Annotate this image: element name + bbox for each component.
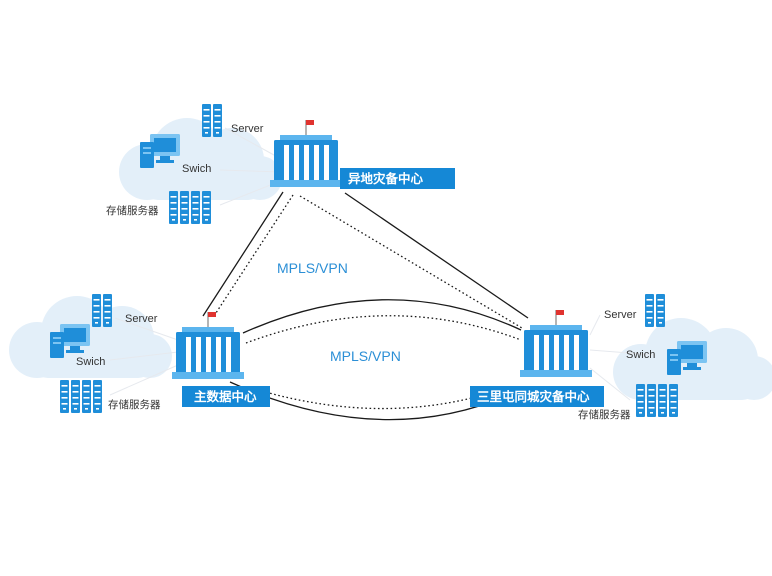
building-icon — [519, 309, 593, 378]
storage-label: 存储服务器 — [106, 204, 159, 217]
switch-label: Swich — [626, 349, 655, 361]
server-label: Server — [231, 123, 264, 135]
main-site-label-text: 主数据中心 — [194, 389, 257, 404]
main-site-label[interactable]: 主数据中心 — [182, 386, 270, 407]
server-icon — [645, 294, 665, 327]
server-label: Server — [604, 309, 637, 321]
mpls-vpn-label-upper: MPLS/VPN — [277, 260, 348, 276]
server-label: Server — [125, 313, 158, 325]
mpls-vpn-label-lower: MPLS/VPN — [330, 348, 401, 364]
local-site-label-text: 三里屯同城灾备中心 — [477, 389, 590, 404]
switch-label: Swich — [182, 163, 211, 175]
storage-server-icon — [60, 380, 102, 413]
wan-links — [202, 191, 529, 421]
switch-label: Swich — [76, 356, 105, 368]
cluster-links — [109, 127, 656, 401]
remote-cluster: Server Swich 存储服务器 — [106, 104, 264, 224]
main-cluster: Server Swich 存储服务器 — [50, 294, 161, 413]
building-icon — [171, 311, 245, 380]
storage-label: 存储服务器 — [578, 408, 631, 421]
storage-label: 存储服务器 — [108, 398, 161, 411]
computer-icon — [140, 134, 180, 168]
remote-site-label[interactable]: 异地灾备中心 — [340, 168, 455, 189]
remote-site-label-text: 异地灾备中心 — [348, 171, 424, 186]
building-icon — [269, 119, 343, 188]
local-site-label[interactable]: 三里屯同城灾备中心 — [470, 386, 604, 407]
local-cluster: Server Swich 存储服务器 — [578, 294, 707, 421]
